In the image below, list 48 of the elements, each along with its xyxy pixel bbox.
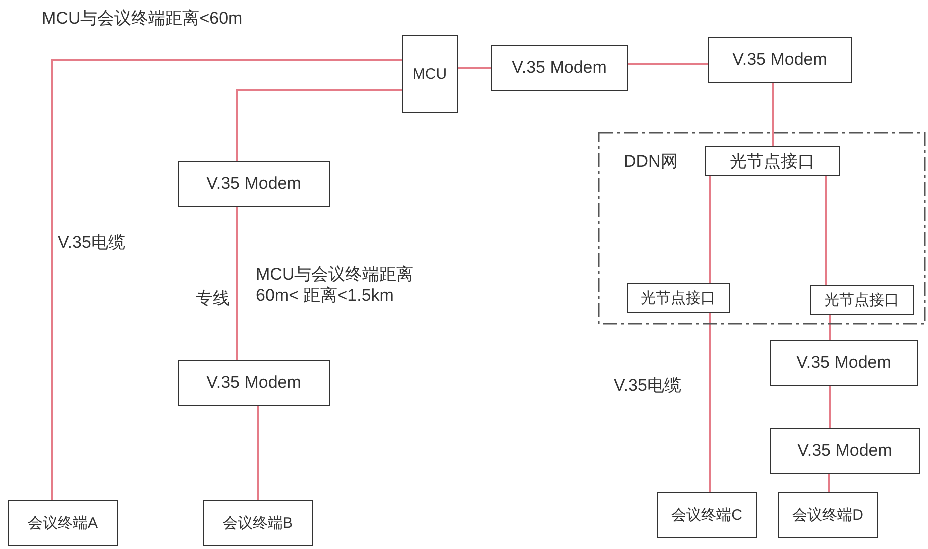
device-box (708, 37, 852, 83)
note-text: V.35电缆 (58, 232, 126, 254)
device-label: 光节点接口 (641, 288, 716, 308)
device-label: 光节点接口 (824, 290, 900, 310)
cable-line (709, 313, 711, 492)
device-label: 会议终端D (792, 506, 864, 524)
cable-line (257, 406, 259, 500)
device-box (810, 285, 914, 315)
region-label: DDN网 (624, 151, 678, 173)
device-box (8, 500, 118, 546)
device-label: V.35 Modem (796, 353, 892, 373)
device-box (657, 492, 757, 538)
device-label: V.35 Modem (732, 50, 828, 70)
network-region (598, 132, 926, 325)
device-box (178, 161, 330, 207)
cable-line (236, 89, 402, 161)
cable-line (458, 67, 491, 69)
device-label: V.35 Modem (798, 441, 892, 461)
device-label: 会议终端B (222, 514, 293, 532)
cable-line (236, 207, 238, 360)
cable-line (628, 63, 708, 65)
device-box (203, 500, 313, 546)
cable-line (772, 83, 774, 146)
device-label: 会议终端A (28, 514, 98, 532)
device-box (491, 45, 628, 91)
device-label: V.35 Modem (512, 58, 607, 78)
device-box (402, 35, 458, 113)
device-box (770, 340, 918, 386)
device-box (627, 283, 730, 313)
cable-line (825, 176, 827, 285)
note-text: 专线 (196, 288, 231, 310)
cable-line (51, 59, 402, 500)
device-box (705, 146, 840, 176)
device-box (178, 360, 330, 406)
cable-line (828, 474, 830, 492)
device-box (770, 428, 920, 474)
note-text: V.35电缆 (614, 375, 682, 396)
cable-line (709, 176, 711, 283)
device-label: 会议终端C (672, 506, 742, 524)
cable-line (829, 315, 831, 340)
device-label: 光节点接口 (730, 150, 815, 172)
device-label: V.35 Modem (206, 174, 302, 194)
note-text: MCU与会议终端距离 60m< 距离<1.5km (256, 264, 415, 306)
device-label: MCU (412, 66, 448, 82)
device-label: V.35 Modem (206, 373, 302, 393)
cable-line (829, 386, 831, 428)
device-box (778, 492, 878, 538)
note-text: MCU与会议终端距离<60m (42, 8, 244, 30)
